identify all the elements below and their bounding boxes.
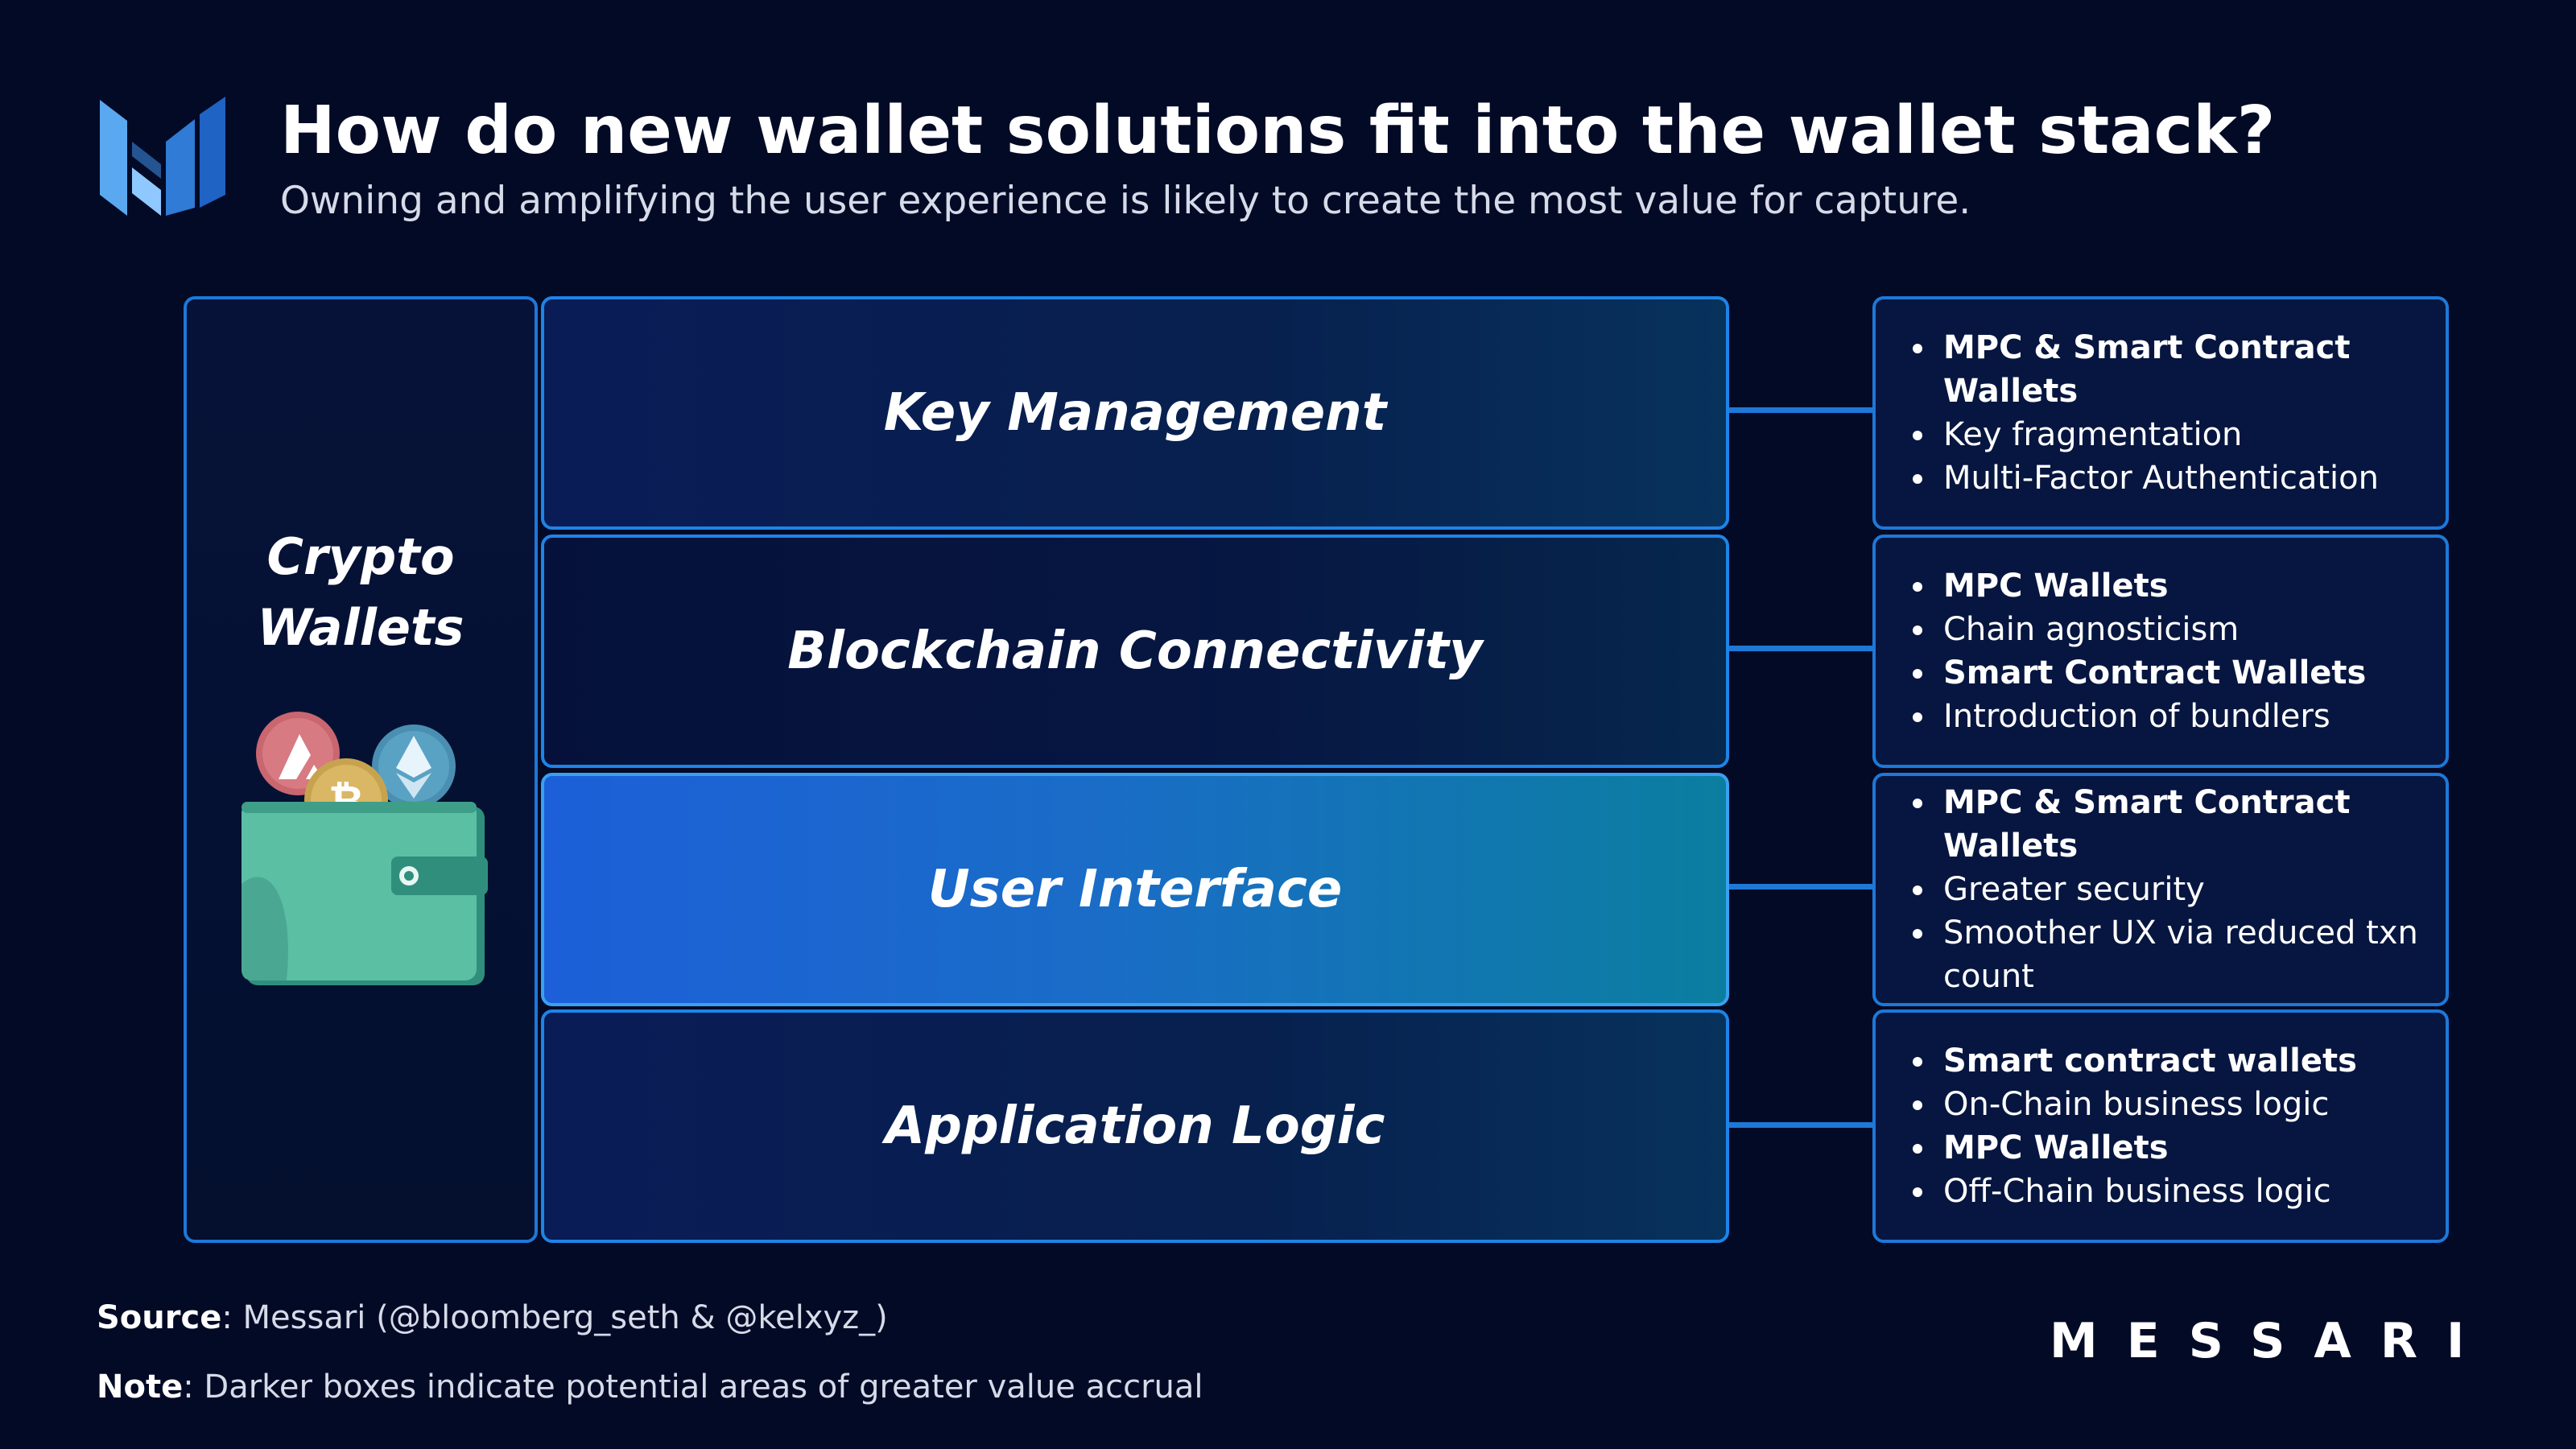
detail-item: Key fragmentation [1911,413,2429,456]
wallet-illustration: ₿ [242,712,488,985]
detail-item: MPC & Smart Contract Wallets [1911,326,2429,413]
detail-item: Chain agnosticism [1911,608,2429,651]
detail-item: MPC & Smart Contract Wallets [1911,781,2429,868]
details-key-management: MPC & Smart Contract Wallets Key fragmen… [1872,296,2449,530]
detail-item: MPC Wallets [1911,1126,2429,1170]
detail-item: Smart Contract Wallets [1911,651,2429,695]
connector-line [1729,407,1872,413]
detail-item: On-Chain business logic [1911,1083,2429,1126]
page-title: How do new wallet solutions fit into the… [280,93,2276,169]
ethereum-icon [372,724,456,808]
detail-item: Smart contract wallets [1911,1039,2429,1083]
messari-brand: MESSARI [2040,1309,2491,1373]
page-subtitle: Owning and amplifying the user experienc… [280,179,1971,223]
wallet-icon [242,802,488,985]
crypto-wallets-title: Crypto Wallets [257,527,464,657]
layer-key-management: Key Management [541,296,1729,530]
layer-blockchain-connectivity: Blockchain Connectivity [541,535,1729,768]
details-application-logic: Smart contract wallets On-Chain business… [1872,1009,2449,1243]
messari-logo-icon [100,97,225,216]
detail-item: Smoother UX via reduced txn count [1911,911,2429,998]
layer-application-logic: Application Logic [541,1009,1729,1243]
connector-line [1729,1122,1872,1128]
details-blockchain-connectivity: MPC Wallets Chain agnosticism Smart Cont… [1872,535,2449,768]
detail-item: MPC Wallets [1911,564,2429,608]
detail-item: Off-Chain business logic [1911,1170,2429,1213]
detail-item: Greater security [1911,868,2429,911]
detail-item: Multi-Factor Authentication [1911,456,2429,500]
source-note: Source: Messari (@bloomberg_seth & @kelx… [97,1299,888,1336]
detail-item: Introduction of bundlers [1911,695,2429,738]
brand-wordmark: MESSARI [2050,1313,2494,1369]
connector-line [1729,646,1872,651]
connector-line [1729,884,1872,890]
footnote: Note: Darker boxes indicate potential ar… [97,1368,1203,1406]
details-user-interface: MPC & Smart Contract Wallets Greater sec… [1872,773,2449,1006]
layer-user-interface: User Interface [541,773,1729,1006]
